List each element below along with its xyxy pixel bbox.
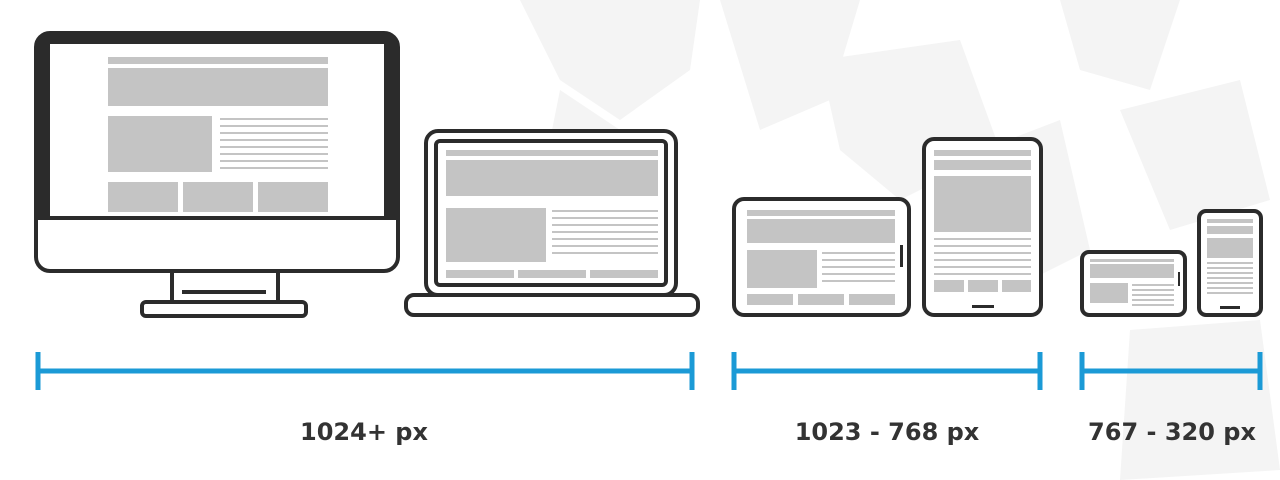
breakpoint-label-mobile: 767 - 320 px <box>1088 418 1256 446</box>
phone-landscape-wireframe <box>1090 259 1174 306</box>
laptop-icon <box>404 129 700 317</box>
phone-landscape-icon <box>1080 250 1187 317</box>
laptop-wireframe <box>446 150 658 278</box>
range-bar-desktop <box>35 352 695 390</box>
breakpoint-label-tablet: 1023 - 768 px <box>794 418 980 446</box>
tablet-portrait-wireframe <box>934 150 1031 292</box>
desktop-monitor-icon <box>34 31 400 318</box>
phone-portrait-wireframe <box>1207 219 1253 294</box>
tablet-landscape-icon <box>732 197 911 317</box>
desktop-wireframe <box>108 57 328 212</box>
breakpoint-label-desktop: 1024+ px <box>300 418 428 446</box>
range-bar-tablet <box>731 352 1043 390</box>
tablet-portrait-icon <box>922 137 1043 317</box>
tablet-landscape-wireframe <box>747 210 895 305</box>
phone-portrait-icon <box>1197 209 1263 317</box>
range-bar-mobile <box>1079 352 1263 390</box>
